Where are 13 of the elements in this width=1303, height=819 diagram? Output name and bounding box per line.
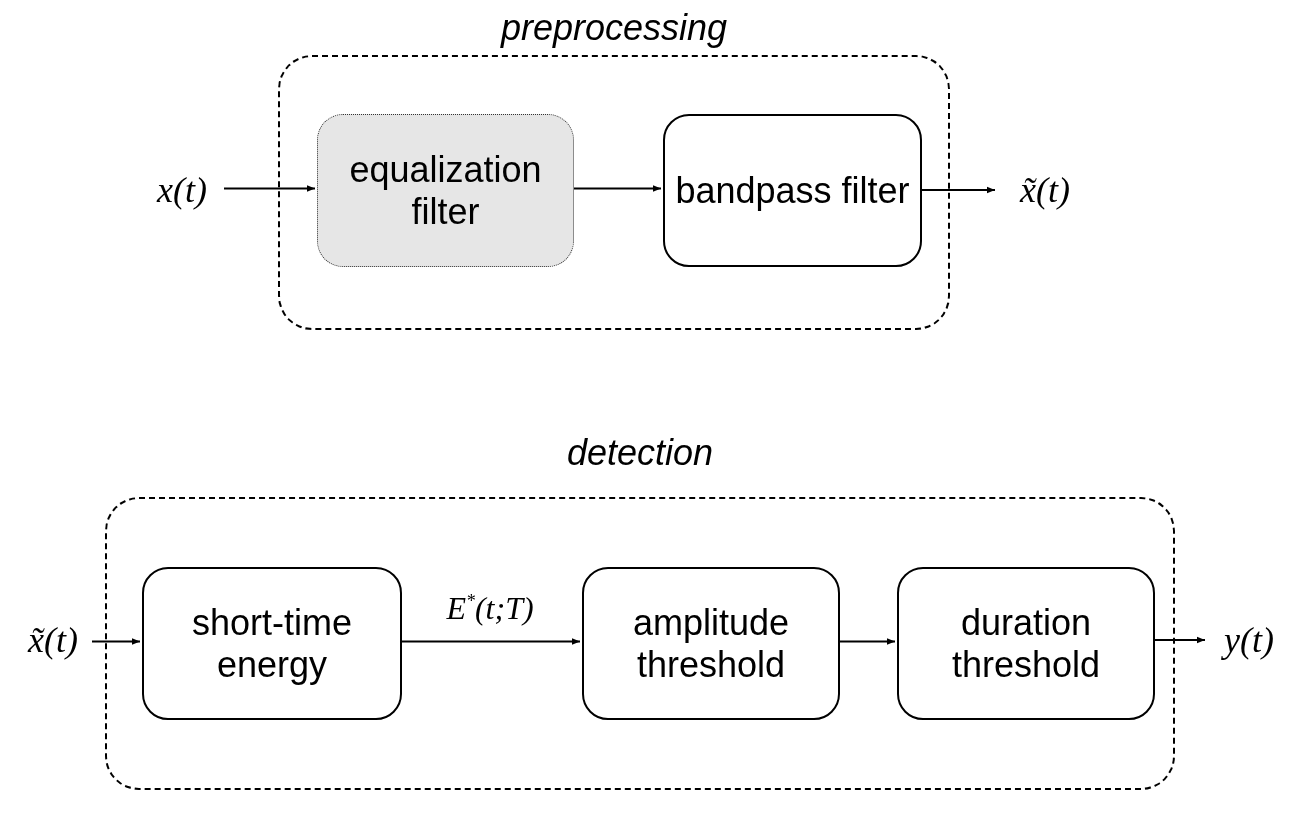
- signal-label: x̃(t): [14, 615, 92, 665]
- signal-label: x̃(t): [995, 165, 1095, 215]
- arrow: [91, 638, 141, 645]
- signal-label: y(t): [1205, 615, 1293, 665]
- arrow: [223, 185, 316, 192]
- process-box: equalization filter: [317, 114, 574, 267]
- process-box: short-time energy: [142, 567, 402, 720]
- group-title: detection: [565, 433, 715, 473]
- group-title: preprocessing: [499, 8, 729, 48]
- process-box: bandpass filter: [663, 114, 922, 267]
- process-box: amplitude threshold: [582, 567, 840, 720]
- signal-label: x(t): [140, 165, 224, 215]
- process-box: duration threshold: [897, 567, 1155, 720]
